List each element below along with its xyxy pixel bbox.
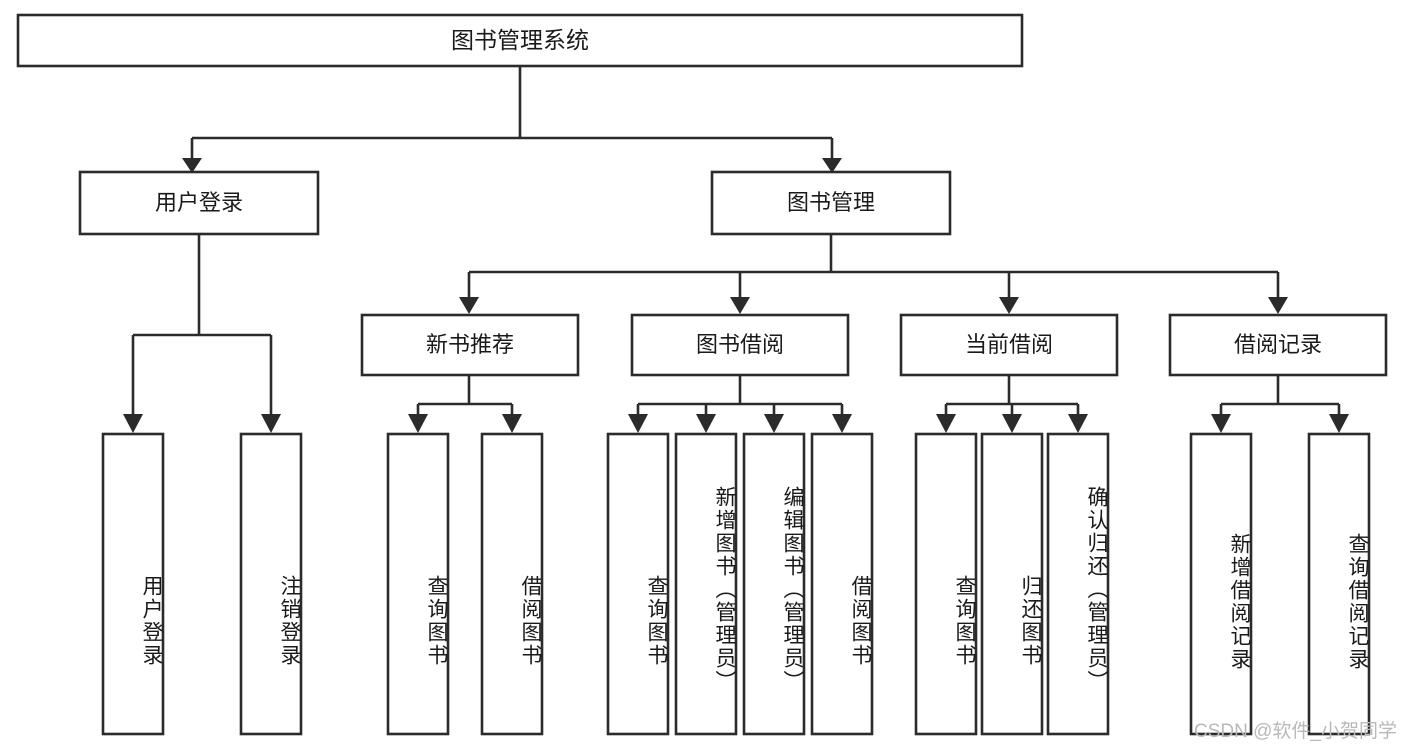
arrowhead-root-to-book-mgmt [822, 158, 842, 173]
leaf-box-logout[interactable] [239, 432, 303, 736]
node-borrow-record[interactable]: 借阅记录 [1168, 313, 1388, 377]
node-user-login-box[interactable] [78, 170, 320, 236]
node-book-management-box[interactable] [710, 170, 952, 236]
arrowhead-bb-borrow [832, 414, 852, 433]
leaf-box-add-book-admin[interactable] [674, 432, 738, 736]
node-new-book-recommend-label: 新书推荐 [426, 332, 514, 357]
node-current-borrow-label: 当前借阅 [965, 332, 1053, 357]
arrowhead-leaf-user-login [123, 414, 143, 433]
arrowhead-bb-edit [764, 414, 784, 433]
arrowhead-bb-add [696, 414, 716, 433]
arrowhead-root-to-user-login [182, 158, 202, 173]
leaf-box-layer [101, 432, 1371, 736]
arrowhead-bb-query [628, 414, 648, 433]
node-root-label: 图书管理系统 [451, 27, 589, 53]
node-book-borrow-box[interactable] [630, 313, 850, 377]
node-user-login[interactable]: 用户登录 [78, 170, 320, 236]
leaf-box-add-borrow-record[interactable] [1189, 432, 1253, 736]
leaf-box-borrow-book-1[interactable] [480, 432, 544, 736]
leaf-box-query-book-2[interactable] [606, 432, 670, 736]
node-book-management[interactable]: 图书管理 [710, 170, 952, 236]
arrowhead-borrow-record [1268, 297, 1288, 314]
node-book-borrow-label: 图书借阅 [696, 332, 784, 357]
leaf-box-query-book-3[interactable] [914, 432, 978, 736]
arrowhead-br-add [1211, 414, 1231, 433]
node-book-management-label: 图书管理 [787, 190, 875, 215]
node-current-borrow-box[interactable] [899, 313, 1119, 377]
node-user-login-label: 用户登录 [155, 190, 243, 215]
node-new-book-recommend[interactable]: 新书推荐 [360, 313, 580, 377]
arrowhead-book-borrow [730, 297, 750, 314]
node-borrow-record-box[interactable] [1168, 313, 1388, 377]
arrowhead-cb-confirm [1068, 414, 1088, 433]
leaf-box-edit-book-admin[interactable] [742, 432, 806, 736]
leaf-box-return-book[interactable] [980, 432, 1044, 736]
leaf-box-query-borrow-record[interactable] [1307, 432, 1371, 736]
leaf-box-borrow-book-2[interactable] [810, 432, 874, 736]
node-borrow-record-label: 借阅记录 [1234, 332, 1322, 357]
arrowhead-new-book-rec [459, 297, 479, 314]
arrowhead-newbook-borrow [502, 414, 522, 433]
connector-layer [123, 66, 1349, 433]
node-root[interactable]: 图书管理系统 [16, 13, 1024, 68]
arrowhead-cb-query [936, 414, 956, 433]
node-current-borrow[interactable]: 当前借阅 [899, 313, 1119, 377]
arrowhead-leaf-logout [261, 414, 281, 433]
arrowhead-newbook-query [408, 414, 428, 433]
node-new-book-recommend-box[interactable] [360, 313, 580, 377]
csdn-watermark: CSDN @软件_小贺同学 [1194, 721, 1397, 742]
arrowhead-cb-return [1002, 414, 1022, 433]
leaf-box-confirm-return-admin[interactable] [1046, 432, 1110, 736]
arrowhead-current-borrow [999, 297, 1019, 314]
leaf-box-query-book-1[interactable] [386, 432, 450, 736]
arrowhead-br-query [1329, 414, 1349, 433]
node-root-box[interactable] [16, 13, 1024, 68]
leaf-box-user-login[interactable] [101, 432, 165, 736]
node-book-borrow[interactable]: 图书借阅 [630, 313, 850, 377]
